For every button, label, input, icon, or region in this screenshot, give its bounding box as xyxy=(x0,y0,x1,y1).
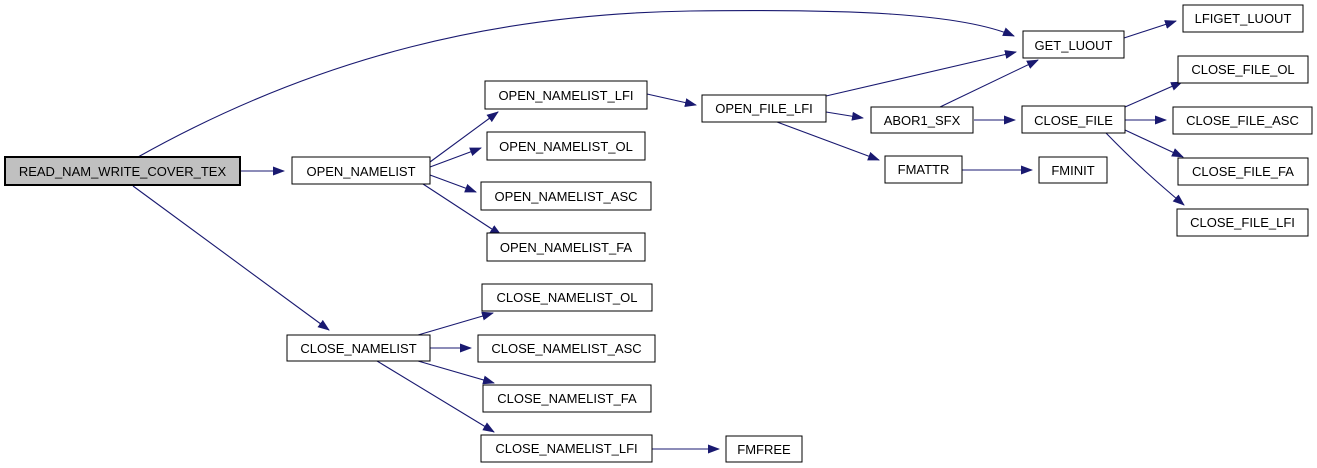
node-box xyxy=(486,232,646,262)
node-label: CLOSE_FILE xyxy=(1034,113,1113,128)
node-close-file-ol[interactable]: CLOSE_FILE_OL xyxy=(1177,55,1309,84)
node-close-file-lfi[interactable]: CLOSE_FILE_LFI xyxy=(1176,208,1309,237)
edge-close-file-to-close-file-ol xyxy=(1124,81,1183,108)
node-open-namelist[interactable]: OPEN_NAMELIST xyxy=(291,156,431,185)
node-box xyxy=(481,283,653,312)
node-close-file[interactable]: CLOSE_FILE xyxy=(1021,105,1126,134)
node-label: CLOSE_NAMELIST_LFI xyxy=(495,441,637,456)
node-open-namelist-ol[interactable]: OPEN_NAMELIST_OL xyxy=(486,131,646,161)
node-label: OPEN_NAMELIST_OL xyxy=(499,139,633,154)
node-label: GET_LUOUT xyxy=(1034,38,1112,53)
node-box xyxy=(1021,105,1126,134)
node-open-namelist-lfi[interactable]: OPEN_NAMELIST_LFI xyxy=(484,80,648,110)
node-box xyxy=(4,156,241,186)
nodes: READ_NAM_WRITE_COVER_TEX OPEN_NAMELIST O… xyxy=(4,4,1313,463)
node-label: FMINIT xyxy=(1051,163,1094,178)
edge-close-namelist-to-close-namelist-lfi xyxy=(376,360,495,433)
node-box xyxy=(484,80,648,110)
node-open-namelist-fa[interactable]: OPEN_NAMELIST_FA xyxy=(486,232,646,262)
node-open-namelist-asc[interactable]: OPEN_NAMELIST_ASC xyxy=(480,181,652,211)
node-fmfree[interactable]: FMFREE xyxy=(725,435,803,463)
node-box xyxy=(291,156,431,185)
node-read-nam-write-cover-tex[interactable]: READ_NAM_WRITE_COVER_TEX xyxy=(4,156,241,186)
node-close-file-fa[interactable]: CLOSE_FILE_FA xyxy=(1177,157,1309,186)
node-close-namelist[interactable]: CLOSE_NAMELIST xyxy=(286,334,431,362)
edge-abor1-sfx-to-get-luout xyxy=(939,59,1039,108)
edge-root-to-close-namelist xyxy=(132,185,330,331)
node-box xyxy=(1182,4,1304,33)
node-label: CLOSE_FILE_FA xyxy=(1192,164,1294,179)
edge-open-file-lfi-to-abor1-sfx xyxy=(825,111,864,121)
node-label: CLOSE_FILE_ASC xyxy=(1186,113,1299,128)
node-label: FMFREE xyxy=(737,442,791,457)
node-fmattr[interactable]: FMATTR xyxy=(884,155,963,184)
node-get-luout[interactable]: GET_LUOUT xyxy=(1022,30,1125,59)
node-label: CLOSE_FILE_OL xyxy=(1191,62,1294,77)
edge-close-file-to-close-file-lfi xyxy=(1105,132,1185,206)
node-close-namelist-lfi[interactable]: CLOSE_NAMELIST_LFI xyxy=(480,434,653,463)
edge-get-luout-to-lfiget-luout xyxy=(1123,20,1177,39)
edge-open-file-lfi-to-fmattr xyxy=(776,121,880,161)
node-box xyxy=(482,384,652,413)
node-abor1-sfx[interactable]: ABOR1_SFX xyxy=(870,106,974,134)
edge-root-to-get-luout xyxy=(137,10,1015,158)
node-label: OPEN_NAMELIST_LFI xyxy=(498,88,633,103)
node-label: CLOSE_NAMELIST xyxy=(300,341,416,356)
edge-open-file-lfi-to-get-luout xyxy=(825,50,1017,97)
node-label: OPEN_FILE_LFI xyxy=(715,101,813,116)
node-label: CLOSE_NAMELIST_FA xyxy=(497,391,637,406)
node-box xyxy=(480,434,653,463)
node-label: CLOSE_NAMELIST_OL xyxy=(497,290,638,305)
node-label: OPEN_NAMELIST xyxy=(306,164,415,179)
node-label: OPEN_NAMELIST_FA xyxy=(500,240,633,255)
node-lfiget-luout[interactable]: LFIGET_LUOUT xyxy=(1182,4,1304,33)
node-close-namelist-fa[interactable]: CLOSE_NAMELIST_FA xyxy=(482,384,652,413)
node-box xyxy=(477,334,656,363)
edge-open-namelist-lfi-to-open-file-lfi xyxy=(646,93,697,107)
edge-close-namelist-to-close-namelist-ol xyxy=(417,311,494,336)
node-box xyxy=(480,181,652,211)
node-box xyxy=(1176,208,1309,237)
node-box xyxy=(286,334,431,362)
edge-close-file-to-close-file-fa xyxy=(1124,129,1184,158)
edges xyxy=(132,10,1185,454)
node-box xyxy=(725,435,803,463)
edge-open-namelist-to-open-namelist-ol xyxy=(429,147,482,168)
node-box xyxy=(1177,55,1309,84)
node-box xyxy=(1177,157,1309,186)
node-label: CLOSE_FILE_LFI xyxy=(1190,215,1295,230)
node-box xyxy=(884,155,963,184)
node-open-file-lfi[interactable]: OPEN_FILE_LFI xyxy=(701,94,827,123)
edge-open-namelist-to-open-namelist-asc xyxy=(429,174,477,193)
node-box xyxy=(870,106,974,134)
node-label: LFIGET_LUOUT xyxy=(1195,11,1292,26)
edge-open-namelist-to-open-namelist-fa xyxy=(422,183,502,236)
node-label: ABOR1_SFX xyxy=(884,113,961,128)
node-label: READ_NAM_WRITE_COVER_TEX xyxy=(19,164,227,179)
node-close-file-asc[interactable]: CLOSE_FILE_ASC xyxy=(1172,106,1313,135)
node-label: FMATTR xyxy=(898,162,950,177)
node-label: CLOSE_NAMELIST_ASC xyxy=(491,341,641,356)
node-label: OPEN_NAMELIST_ASC xyxy=(494,189,637,204)
node-box xyxy=(1038,156,1108,184)
edge-open-namelist-to-open-namelist-lfi xyxy=(429,111,499,163)
edge-close-namelist-to-close-namelist-fa xyxy=(417,360,495,385)
node-box xyxy=(1022,30,1125,59)
node-box xyxy=(486,131,646,161)
node-box xyxy=(1172,106,1313,135)
node-close-namelist-ol[interactable]: CLOSE_NAMELIST_OL xyxy=(481,283,653,312)
node-fminit[interactable]: FMINIT xyxy=(1038,156,1108,184)
node-close-namelist-asc[interactable]: CLOSE_NAMELIST_ASC xyxy=(477,334,656,363)
node-box xyxy=(701,94,827,123)
